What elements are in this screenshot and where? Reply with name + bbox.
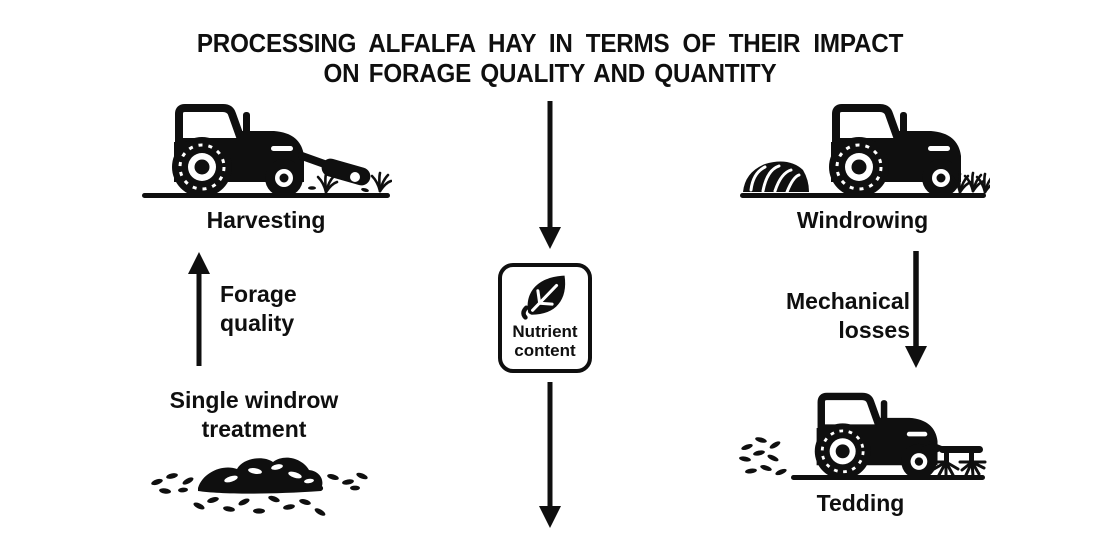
flow-arrow-top-icon <box>539 101 561 249</box>
mechanical-losses-line-2: losses <box>838 317 910 343</box>
tractor-windrow-icon <box>735 100 990 199</box>
windrow-pile-icon <box>143 446 398 534</box>
tractor-mower-icon <box>140 100 392 199</box>
tractor-tedder-icon <box>733 385 988 482</box>
forage-quality-line-1: Forage <box>220 281 297 307</box>
forage-quality-line-2: quality <box>220 310 295 336</box>
title-line-2: ON FORAGE QUALITY AND QUANTITY <box>323 58 777 88</box>
single-windrow-label: Single windrow treatment <box>128 386 380 444</box>
harvesting-label: Harvesting <box>206 207 326 233</box>
diagram-title: PROCESSING ALFALFA HAY IN TERMS OF THEIR… <box>39 28 1062 88</box>
nutrient-line-1: Nutrient <box>512 322 578 341</box>
leaf-icon <box>520 273 570 321</box>
forage-quality-label: Forage quality <box>220 280 297 338</box>
tedding-label: Tedding <box>816 490 905 516</box>
nutrient-line-2: content <box>514 341 576 360</box>
single-windrow-line-1: Single windrow <box>169 387 339 413</box>
nutrient-content-label: Nutrient content <box>512 322 577 360</box>
title-line-1: PROCESSING ALFALFA HAY IN TERMS OF THEIR… <box>196 28 904 58</box>
single-windrow-line-2: treatment <box>201 416 307 442</box>
forage-quality-arrow-up-icon <box>188 252 210 366</box>
mechanical-losses-line-1: Mechanical <box>786 288 910 314</box>
windrowing-label: Windrowing <box>796 207 929 233</box>
mechanical-losses-label: Mechanical losses <box>760 287 910 345</box>
flow-arrow-bottom-icon <box>539 382 561 528</box>
nutrient-content-badge: Nutrient content <box>498 263 592 373</box>
mechanical-losses-arrow-down-icon <box>905 251 927 368</box>
